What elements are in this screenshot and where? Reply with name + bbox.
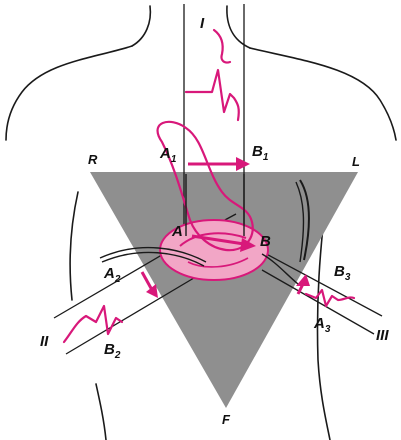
point-label-b3: B3 [334,263,351,283]
point-label-a2: A2 [103,265,121,285]
vertex-label-l: L [352,154,360,169]
point-label-b: B [260,233,271,250]
point-label-a: A [171,223,183,240]
point-label-a1: A1 [159,145,177,165]
ecg-trace-lead-1-top [214,30,230,63]
shoulder-right-line [250,48,396,140]
ecg-trace-lead-1 [186,70,239,120]
shoulder-left-line [6,46,132,140]
point-label-b1: B1 [252,143,269,163]
point-label-a3: A3 [313,315,331,335]
neck-left-line [132,6,150,46]
vertex-label-r: R [88,152,98,167]
vector-arrow-lead-2-head [146,284,158,298]
vertex-label-f: F [222,412,231,427]
neck-right-line [227,6,250,48]
ecg-trace-lead-3 [306,290,354,306]
point-label-b2: B2 [104,341,121,361]
lead-label-2: II [40,333,49,350]
vector-arrow-lead-1-head [236,157,250,171]
lead-label-1: I [200,15,205,32]
waist-left-line [96,384,106,440]
armpit-left-line [70,192,78,300]
ecg-trace-lead-2 [64,306,122,342]
lead-label-3: III [376,327,389,344]
